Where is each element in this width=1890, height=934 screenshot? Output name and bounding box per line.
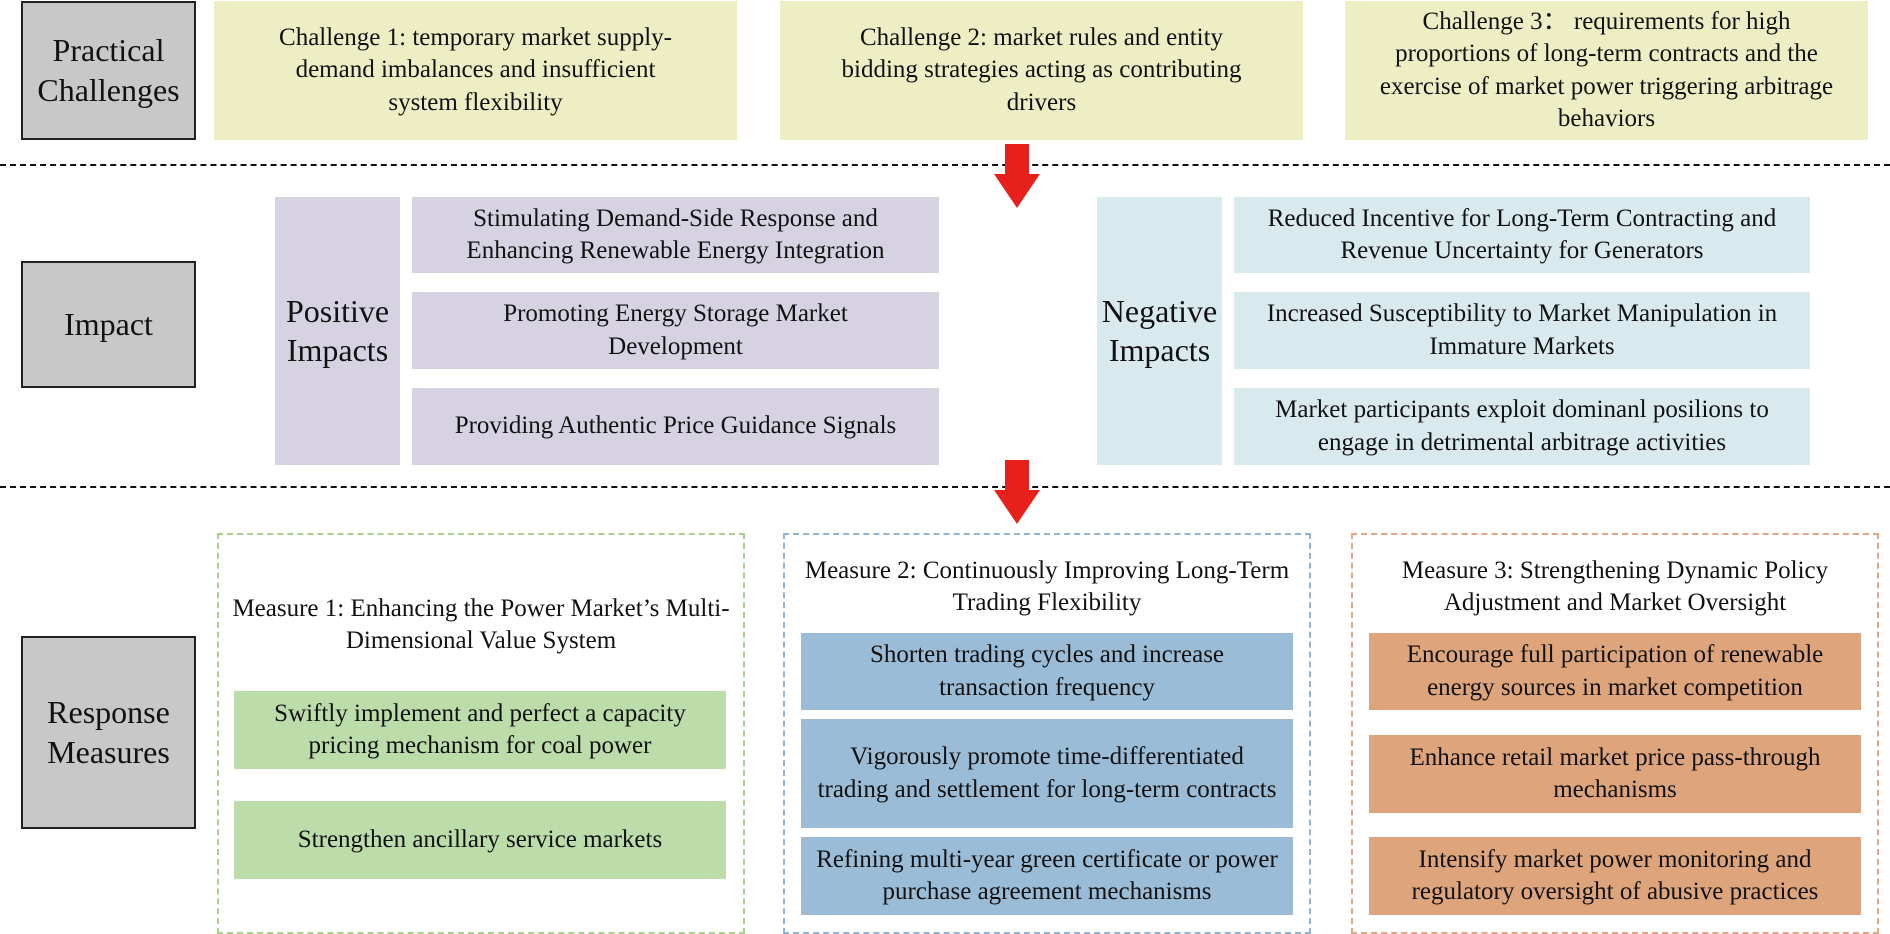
positive-impact-text-2: Promoting Energy Storage Market Developm…	[503, 300, 848, 360]
challenge-text-3: Challenge 3： requirements for high propo…	[1379, 7, 1834, 133]
measure-item: Refining multi-year green certificate or…	[801, 837, 1293, 915]
positive-impact-item: Providing Authentic Price Guidance Signa…	[412, 388, 939, 465]
negative-impacts-title: Negative Impacts	[1101, 292, 1218, 368]
measure-title-3: Measure 3: Strengthening Dynamic Policy …	[1353, 547, 1877, 627]
down-arrow-icon	[994, 144, 1040, 208]
measure-1-item-text-2: Strengthen ancillary service markets	[297, 825, 663, 853]
negative-impact-text-1: Reduced Incentive for Long-Term Contract…	[1267, 204, 1777, 265]
practical-challenges-label: Practical Challenges	[21, 1, 196, 140]
separator-line-1	[0, 164, 1890, 166]
response-measures-text: Response Measures	[47, 694, 170, 770]
positive-impact-text-3: Providing Authentic Price Guidance Signa…	[454, 412, 897, 440]
measure-item: Intensify market power monitoring and re…	[1369, 837, 1861, 915]
measure-title-text-1: Measure 1: Enhancing the Power Market’s …	[232, 594, 730, 655]
measure-3-item-text-1: Encourage full participation of renewabl…	[1406, 641, 1824, 701]
measure-item: Encourage full participation of renewabl…	[1369, 633, 1861, 710]
negative-impact-item: Market participants exploit dominanl pos…	[1234, 388, 1810, 465]
measure-item: Shorten trading cycles and increase tran…	[801, 633, 1293, 710]
measure-title-text-2: Measure 2: Continuously Improving Long-T…	[804, 556, 1290, 617]
impact-text: Impact	[64, 305, 153, 342]
positive-impact-text-1: Stimulating Demand-Side Response and Enh…	[466, 204, 885, 265]
measure-2-item-text-1: Shorten trading cycles and increase tran…	[869, 641, 1225, 701]
positive-impact-item: Stimulating Demand-Side Response and Enh…	[412, 197, 939, 273]
measure-item: Swiftly implement and perfect a capacity…	[234, 691, 726, 769]
separator-line-2	[0, 486, 1890, 488]
challenge-box-3: Challenge 3： requirements for high propo…	[1345, 1, 1868, 140]
response-measures-label: Response Measures	[21, 636, 196, 829]
positive-impacts-title: Positive Impacts	[285, 292, 390, 368]
impact-label: Impact	[21, 261, 196, 388]
challenge-text-1: Challenge 1: temporary market supply-dem…	[279, 23, 672, 116]
measure-title-1: Measure 1: Enhancing the Power Market’s …	[219, 585, 743, 665]
measure-2-item-text-2: Vigorously promote time-differentiated t…	[817, 743, 1277, 803]
measure-item: Strengthen ancillary service markets	[234, 801, 726, 879]
measure-item: Enhance retail market price pass-through…	[1369, 735, 1861, 813]
negative-impacts-header: Negative Impacts	[1097, 197, 1222, 465]
negative-impact-item: Increased Susceptibility to Market Manip…	[1234, 292, 1810, 369]
measure-title-2: Measure 2: Continuously Improving Long-T…	[785, 547, 1309, 627]
down-arrow-icon-2	[994, 460, 1040, 524]
positive-impact-item: Promoting Energy Storage Market Developm…	[412, 292, 939, 369]
challenge-text-2: Challenge 2: market rules and entity bid…	[841, 23, 1242, 116]
measure-3-item-text-2: Enhance retail market price pass-through…	[1409, 743, 1821, 804]
challenge-box-1: Challenge 1: temporary market supply-dem…	[214, 1, 737, 140]
measure-3-item-text-3: Intensify market power monitoring and re…	[1411, 845, 1819, 906]
challenge-box-2: Challenge 2: market rules and entity bid…	[780, 1, 1303, 140]
measure-title-text-3: Measure 3: Strengthening Dynamic Policy …	[1401, 556, 1829, 617]
negative-impact-text-2: Increased Susceptibility to Market Manip…	[1266, 300, 1778, 360]
practical-challenges-text: Practical Challenges	[37, 32, 180, 108]
negative-impact-item: Reduced Incentive for Long-Term Contract…	[1234, 197, 1810, 273]
measure-item: Vigorously promote time-differentiated t…	[801, 719, 1293, 828]
measure-1-item-text-1: Swiftly implement and perfect a capacity…	[274, 699, 686, 760]
negative-impact-text-3: Market participants exploit dominanl pos…	[1275, 396, 1769, 456]
measure-2-item-text-3: Refining multi-year green certificate or…	[816, 845, 1278, 906]
positive-impacts-header: Positive Impacts	[275, 197, 400, 465]
